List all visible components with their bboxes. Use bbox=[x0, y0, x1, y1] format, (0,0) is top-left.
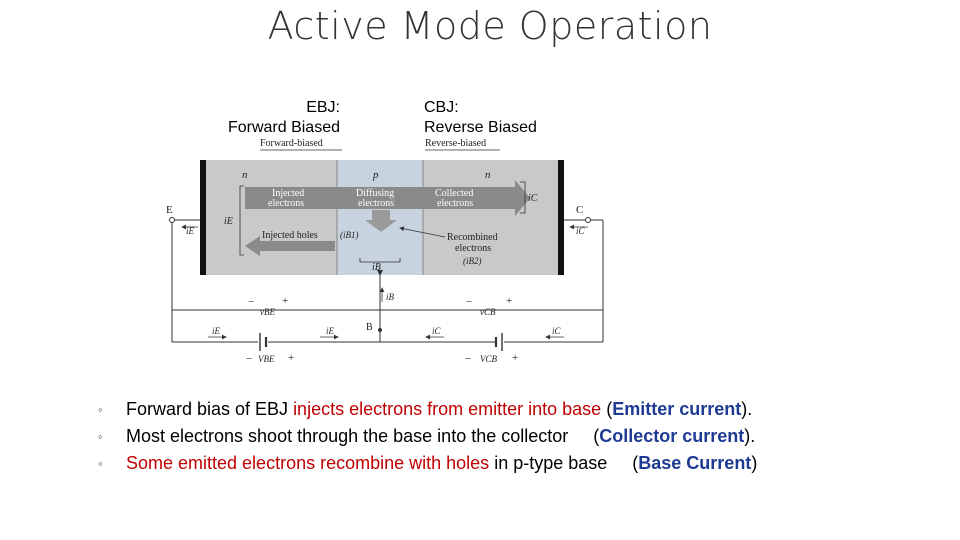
cbj-label-line2: Reverse Biased bbox=[424, 119, 537, 136]
recombined-label-1: Recombined bbox=[447, 232, 498, 243]
injected-holes-label: Injected holes bbox=[262, 230, 318, 241]
vbe-supply-plus: + bbox=[288, 352, 294, 364]
ic-inner-label: iC bbox=[528, 193, 538, 204]
emitter-terminal-label: E bbox=[166, 204, 173, 216]
collector-terminal bbox=[585, 217, 591, 223]
ib-terminal-label: iB bbox=[386, 292, 395, 302]
bullet-marker: ◦ bbox=[98, 402, 103, 417]
ic-terminal-label: iC bbox=[576, 226, 586, 236]
vbe-supply-label: VBE bbox=[258, 354, 275, 364]
collected-electrons-label: Collected bbox=[435, 188, 473, 199]
bullet-3-text-4: ) bbox=[751, 453, 758, 473]
ie-loop-label-1: iE bbox=[212, 326, 221, 336]
cbj-label: CBJ: Reverse Biased bbox=[424, 98, 574, 138]
ie-terminal-label: iE bbox=[186, 226, 195, 236]
vcb-supply-label: VCB bbox=[480, 354, 498, 364]
reverse-biased-caption: Reverse-biased bbox=[425, 138, 486, 149]
vcb-label: vCB bbox=[480, 307, 496, 317]
emitter-terminal bbox=[169, 217, 175, 223]
bullet-marker: ◦ bbox=[98, 456, 103, 471]
injected-holes-current: (iB1) bbox=[340, 230, 359, 240]
bullet-3-text-2: in p-type base ( bbox=[489, 453, 639, 473]
recombined-current: (iB2) bbox=[463, 256, 482, 266]
ebj-label-line1: EBJ: bbox=[306, 99, 340, 116]
bullet-3-text-1: Some emitted electrons recombine with ho… bbox=[126, 453, 490, 473]
collected-electrons-label-2: electrons bbox=[437, 198, 473, 209]
slide-title: Active Mode Operation bbox=[267, 4, 713, 48]
diffusing-electrons-label-2: electrons bbox=[358, 198, 394, 209]
electron-flow-arrow bbox=[245, 180, 530, 216]
recombined-pointer bbox=[399, 226, 446, 238]
vcb-plus: + bbox=[506, 295, 512, 307]
n-right-label: n bbox=[485, 169, 491, 181]
cbj-label-line1: CBJ: bbox=[424, 99, 459, 116]
base-terminal-label: B bbox=[366, 322, 373, 333]
injected-electrons-label-2: electrons bbox=[268, 198, 304, 209]
ic-brace bbox=[520, 181, 526, 214]
bullet-1-text-1: Forward bias of EBJ bbox=[126, 399, 294, 419]
ie-brace bbox=[239, 185, 244, 256]
collector-region bbox=[423, 160, 560, 275]
emitter-contact bbox=[200, 160, 206, 275]
bullet-1-text-2: injects electrons from emitter into base bbox=[293, 399, 602, 419]
recombined-label-2: electrons bbox=[455, 243, 491, 254]
bullet-item: ◦ Forward bias of EBJ injects electrons f… bbox=[98, 396, 757, 423]
bullet-list: ◦ Forward bias of EBJ injects electrons f… bbox=[98, 396, 757, 477]
ebj-label: EBJ: Forward Biased bbox=[210, 98, 340, 138]
ebj-label-line2: Forward Biased bbox=[227, 119, 340, 136]
bullet-1-text-5: ). bbox=[741, 399, 753, 419]
vbe-plus: + bbox=[282, 295, 288, 307]
vbe-supply-minus: − bbox=[246, 353, 252, 365]
diffusing-electrons-label: Diffusing bbox=[356, 188, 394, 199]
n-left-label: n bbox=[242, 169, 248, 181]
bullet-2-text-3: ). bbox=[744, 426, 756, 446]
vbe-label: vBE bbox=[260, 307, 275, 317]
ib-inner-label: iB bbox=[372, 262, 381, 273]
ic-loop-label-2: iC bbox=[552, 326, 562, 336]
bullet-item: ◦ Some emitted electrons recombine with h… bbox=[98, 450, 757, 477]
recombination-arrow bbox=[365, 210, 397, 232]
injected-holes-arrow bbox=[245, 236, 335, 256]
ie-loop-label-2: iE bbox=[326, 326, 335, 336]
ie-inner-label: iE bbox=[224, 216, 233, 227]
bullet-marker: ◦ bbox=[98, 429, 103, 444]
bullet-3-text-3: Base Current bbox=[638, 453, 752, 473]
bullet-1-text-3: ( bbox=[601, 399, 613, 419]
vcb-supply-minus: − bbox=[465, 353, 471, 365]
bullet-2-text-1: Most electrons shoot through the base in… bbox=[126, 426, 600, 446]
vbe-minus: − bbox=[248, 296, 254, 308]
forward-biased-caption: Forward-biased bbox=[260, 138, 323, 149]
injected-electrons-label: Injected bbox=[272, 188, 304, 199]
vcb-supply-plus: + bbox=[512, 352, 518, 364]
bullet-item: ◦ Most electrons shoot through the base i… bbox=[98, 423, 757, 450]
collector-terminal-label: C bbox=[576, 204, 583, 216]
bullet-1-text-4: Emitter current bbox=[612, 399, 742, 419]
ic-loop-label-1: iC bbox=[432, 326, 442, 336]
ib-brace bbox=[359, 258, 401, 263]
p-base-label: p bbox=[372, 169, 379, 181]
bjt-active-mode-diagram: Forward-biased Reverse-biased n p n Inje… bbox=[166, 138, 604, 365]
bullet-2-text-2: Collector current bbox=[599, 426, 745, 446]
collector-contact bbox=[558, 160, 564, 275]
emitter-region bbox=[202, 160, 337, 275]
vcb-minus: − bbox=[466, 296, 472, 308]
